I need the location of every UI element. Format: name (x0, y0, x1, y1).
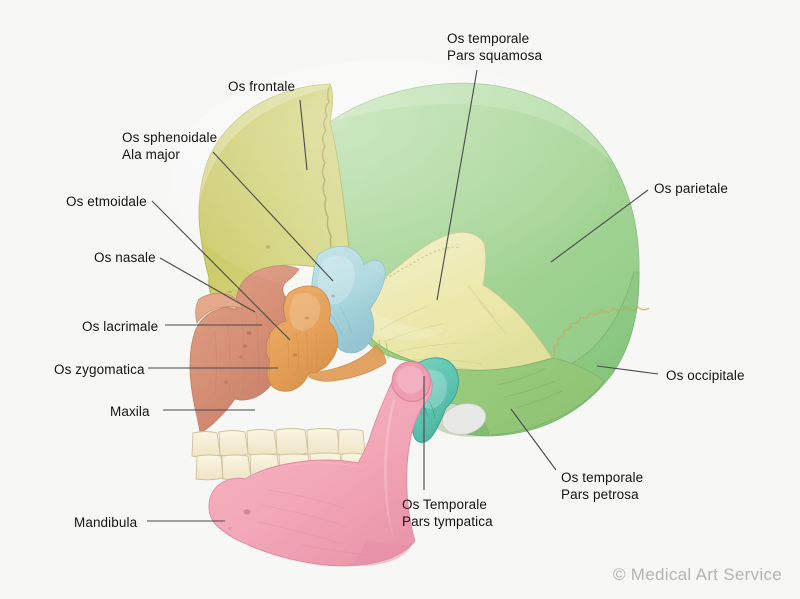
copyright-notice: © Medical Art Service (612, 565, 782, 584)
label-os-occipitale: Os occipitale (666, 367, 745, 384)
label-os-temporale-pars-tympatica-line1: Os Temporale (402, 497, 487, 512)
label-os-temporale-pars-petrosa-line1: Os temporale (561, 470, 644, 485)
label-os-frontale-line1: Os frontale (228, 79, 296, 94)
label-os-temporale-pars-petrosa: Os temporale Pars petrosa (561, 469, 643, 503)
label-os-temporale-pars-petrosa-line2: Pars petrosa (561, 487, 639, 502)
label-os-zygomatica-line1: Os zygomatica (54, 362, 145, 377)
label-os-zygomatica: Os zygomatica (54, 361, 145, 378)
label-mandibula-line1: Mandibula (74, 515, 138, 530)
label-maxila-line1: Maxila (110, 404, 150, 419)
label-os-nasale-line1: Os nasale (94, 250, 156, 265)
label-os-parietale-line1: Os parietale (654, 181, 728, 196)
label-os-etmoidale: Os etmoidale (66, 193, 147, 210)
label-os-lacrimale-line1: Os lacrimale (82, 319, 159, 334)
label-os-temporale-pars-tympatica-line2: Pars tympatica (402, 514, 493, 529)
label-os-sphenoidale-line2: Ala major (122, 147, 180, 162)
label-os-sphenoidale-ala-major: Os sphenoidale Ala major (122, 129, 217, 163)
label-os-sphenoidale-line1: Os sphenoidale (122, 130, 218, 145)
label-os-temporale-pars-squamosa-line2: Pars squamosa (447, 48, 543, 63)
label-os-temporale-pars-squamosa-line1: Os temporale (447, 31, 530, 46)
label-os-nasale: Os nasale (94, 249, 156, 266)
upper-teeth-row (191, 428, 366, 458)
label-mandibula: Mandibula (74, 514, 137, 531)
label-os-frontale: Os frontale (228, 78, 295, 95)
label-os-temporale-pars-tympatica: Os Temporale Pars tympatica (402, 496, 493, 530)
label-os-etmoidale-line1: Os etmoidale (66, 194, 147, 209)
label-os-parietale: Os parietale (654, 180, 728, 197)
label-os-temporale-pars-squamosa: Os temporale Pars squamosa (447, 30, 542, 64)
label-maxila: Maxila (110, 403, 150, 420)
label-os-lacrimale: Os lacrimale (82, 318, 158, 335)
label-os-occipitale-line1: Os occipitale (666, 368, 745, 383)
mandibular-fossa (441, 403, 487, 435)
